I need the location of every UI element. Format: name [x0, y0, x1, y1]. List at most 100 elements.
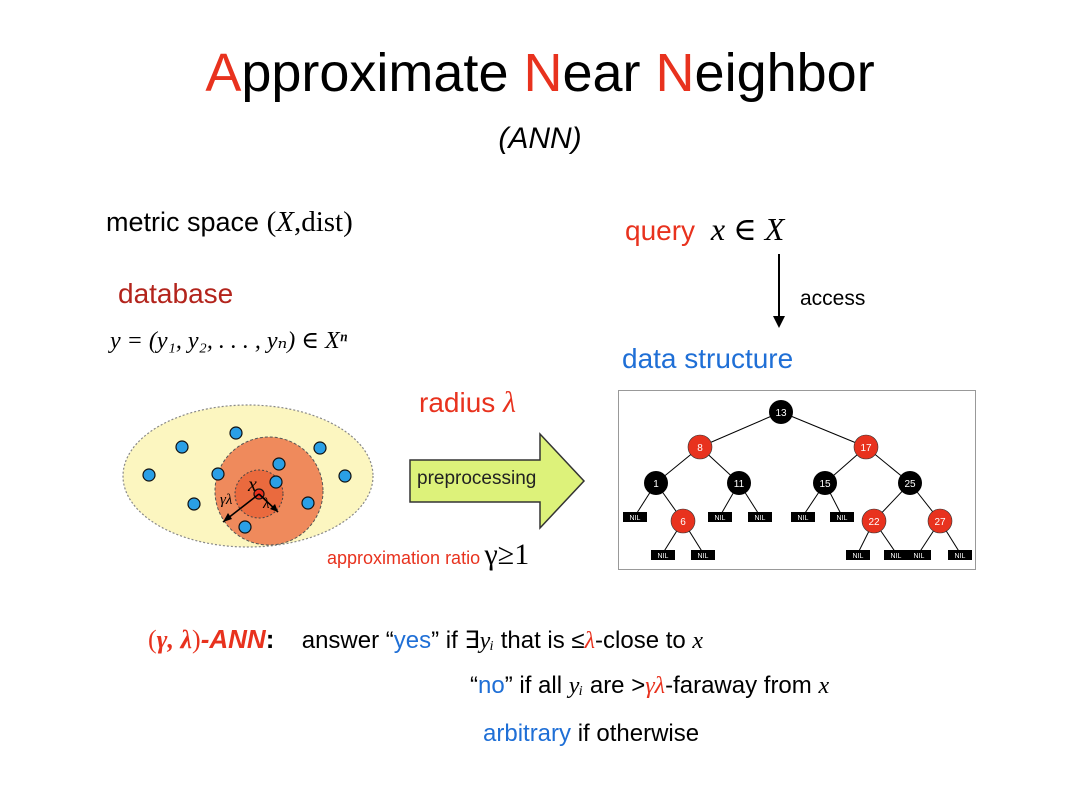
definition-line-3: arbitrary if otherwise: [483, 720, 699, 748]
approximation-ratio-line: approximation ratio γ≥1: [327, 538, 529, 572]
def2-text: “: [470, 672, 478, 699]
svg-text:27: 27: [934, 517, 946, 528]
def1-lambda: λ: [584, 628, 596, 654]
ann-heading-colon: :: [265, 624, 275, 654]
svg-text:NIL: NIL: [658, 553, 669, 560]
tree-node-15: 15: [813, 471, 837, 495]
lambda-label: λ: [263, 496, 270, 512]
data-point: [272, 457, 286, 471]
title-part: eighbor: [694, 43, 875, 103]
svg-text:25: 25: [904, 479, 916, 490]
ann-heading-paren: (: [148, 625, 157, 654]
red-black-tree: NIL NIL NIL NIL NIL NIL NIL NIL NIL NIL …: [618, 390, 976, 570]
svg-text:22: 22: [868, 517, 880, 528]
nil-leaf: NIL: [708, 512, 732, 522]
data-structure-label: data structure: [622, 343, 794, 374]
nil-leaf: NIL: [651, 550, 675, 560]
nil-leaf: NIL: [846, 550, 870, 560]
tree-node-13: 13: [769, 400, 793, 424]
tree-node-17: 17: [853, 434, 879, 460]
svg-text:1: 1: [653, 479, 659, 490]
svg-text:NIL: NIL: [914, 553, 925, 560]
def1-text: answer “: [301, 627, 394, 654]
nil-leaf: NIL: [748, 512, 772, 522]
tree-node-8: 8: [687, 434, 713, 460]
def2-text: are >: [583, 672, 646, 699]
def2-gamma-lambda: γλ: [645, 673, 666, 699]
def1-text: ” if ∃: [431, 627, 480, 654]
definition-line-1: (γ, λ)-ANN: answer “yes” if ∃yᵢ that is …: [148, 624, 703, 655]
svg-text:15: 15: [819, 479, 831, 490]
title-part: N: [523, 43, 563, 103]
ann-heading-paren: ): [192, 625, 201, 654]
ann-heading-params: γ, λ: [156, 625, 193, 654]
tree-node-11: 11: [727, 471, 751, 495]
data-point: [142, 468, 156, 482]
data-point: [269, 475, 283, 489]
database-label: database: [118, 278, 234, 309]
svg-text:NIL: NIL: [755, 515, 766, 522]
page-subtitle: (ANN): [498, 122, 582, 155]
metric-space-label: metric space: [106, 207, 260, 237]
title-part: A: [205, 43, 242, 103]
svg-text:6: 6: [680, 517, 686, 528]
nil-leaf: NIL: [623, 512, 647, 522]
svg-text:NIL: NIL: [955, 553, 966, 560]
def2-text: -faraway from: [665, 672, 819, 699]
nil-leaves: NIL NIL NIL NIL NIL NIL NIL NIL NIL NIL …: [623, 512, 972, 560]
title-part: N: [655, 43, 695, 103]
tree-node-6: 6: [670, 508, 696, 534]
definition-line-2: “no” if all yᵢ are >γλ-faraway from x: [470, 672, 829, 700]
svg-text:NIL: NIL: [853, 553, 864, 560]
data-point: [175, 440, 189, 454]
data-point: [229, 426, 243, 440]
database-formula: y = (y₁, y₂, . . . , yₙ) ∈ Xⁿ: [110, 328, 348, 354]
tree-nodes: 13 8 17 1 11 15 25 6 22 27: [644, 400, 953, 534]
nil-leaf: NIL: [791, 512, 815, 522]
radius-symbol: λ: [503, 386, 517, 419]
database-points: [142, 426, 352, 534]
def2-no: no: [478, 672, 505, 699]
data-point: [313, 441, 327, 455]
nil-leaf: NIL: [830, 512, 854, 522]
svg-text:NIL: NIL: [698, 553, 709, 560]
def1-var: yᵢ: [479, 628, 495, 654]
svg-text:11: 11: [734, 479, 745, 490]
svg-text:NIL: NIL: [798, 515, 809, 522]
preprocessing-arrow: [409, 432, 586, 530]
def1-x: x: [692, 628, 704, 654]
query-label: query: [625, 215, 696, 246]
gamma-lambda-label: γλ: [220, 492, 233, 508]
access-arrow: [773, 254, 785, 328]
def2-var: yᵢ: [568, 673, 584, 699]
svg-text:NIL: NIL: [715, 515, 726, 522]
preprocessing-label: preprocessing: [417, 468, 537, 489]
def2-text: ” if all: [504, 672, 569, 699]
def3-arbitrary: arbitrary: [483, 720, 572, 747]
def3-text: if otherwise: [571, 720, 700, 747]
def1-yes: yes: [393, 627, 432, 654]
title-part: pproximate: [241, 43, 524, 103]
approximation-ratio-formula: γ≥1: [484, 538, 530, 571]
nil-leaf: NIL: [948, 550, 972, 560]
tree-node-1: 1: [644, 471, 668, 495]
def1-text: that is ≤: [494, 627, 585, 654]
nil-leaf: NIL: [884, 550, 908, 560]
tree-node-27: 27: [927, 508, 953, 534]
query-line: query x ∈ X: [625, 210, 784, 248]
def1-text: -close to: [595, 627, 693, 654]
approximation-ratio-label: approximation ratio: [327, 548, 481, 568]
tree-node-25: 25: [898, 471, 922, 495]
svg-text:NIL: NIL: [630, 515, 641, 522]
svg-text:NIL: NIL: [891, 553, 902, 560]
radius-line: radius λ: [419, 386, 516, 420]
query-point-label: x: [248, 474, 257, 496]
query-formula: x ∈ X: [710, 211, 785, 247]
nil-leaf: NIL: [691, 550, 715, 560]
metric-space-line: metric space (X,dist): [106, 206, 353, 239]
data-point: [301, 496, 315, 510]
access-label: access: [800, 287, 866, 310]
database-ellipse-diagram: [122, 404, 374, 548]
title-part: ear: [562, 43, 656, 103]
tree-node-22: 22: [861, 508, 887, 534]
